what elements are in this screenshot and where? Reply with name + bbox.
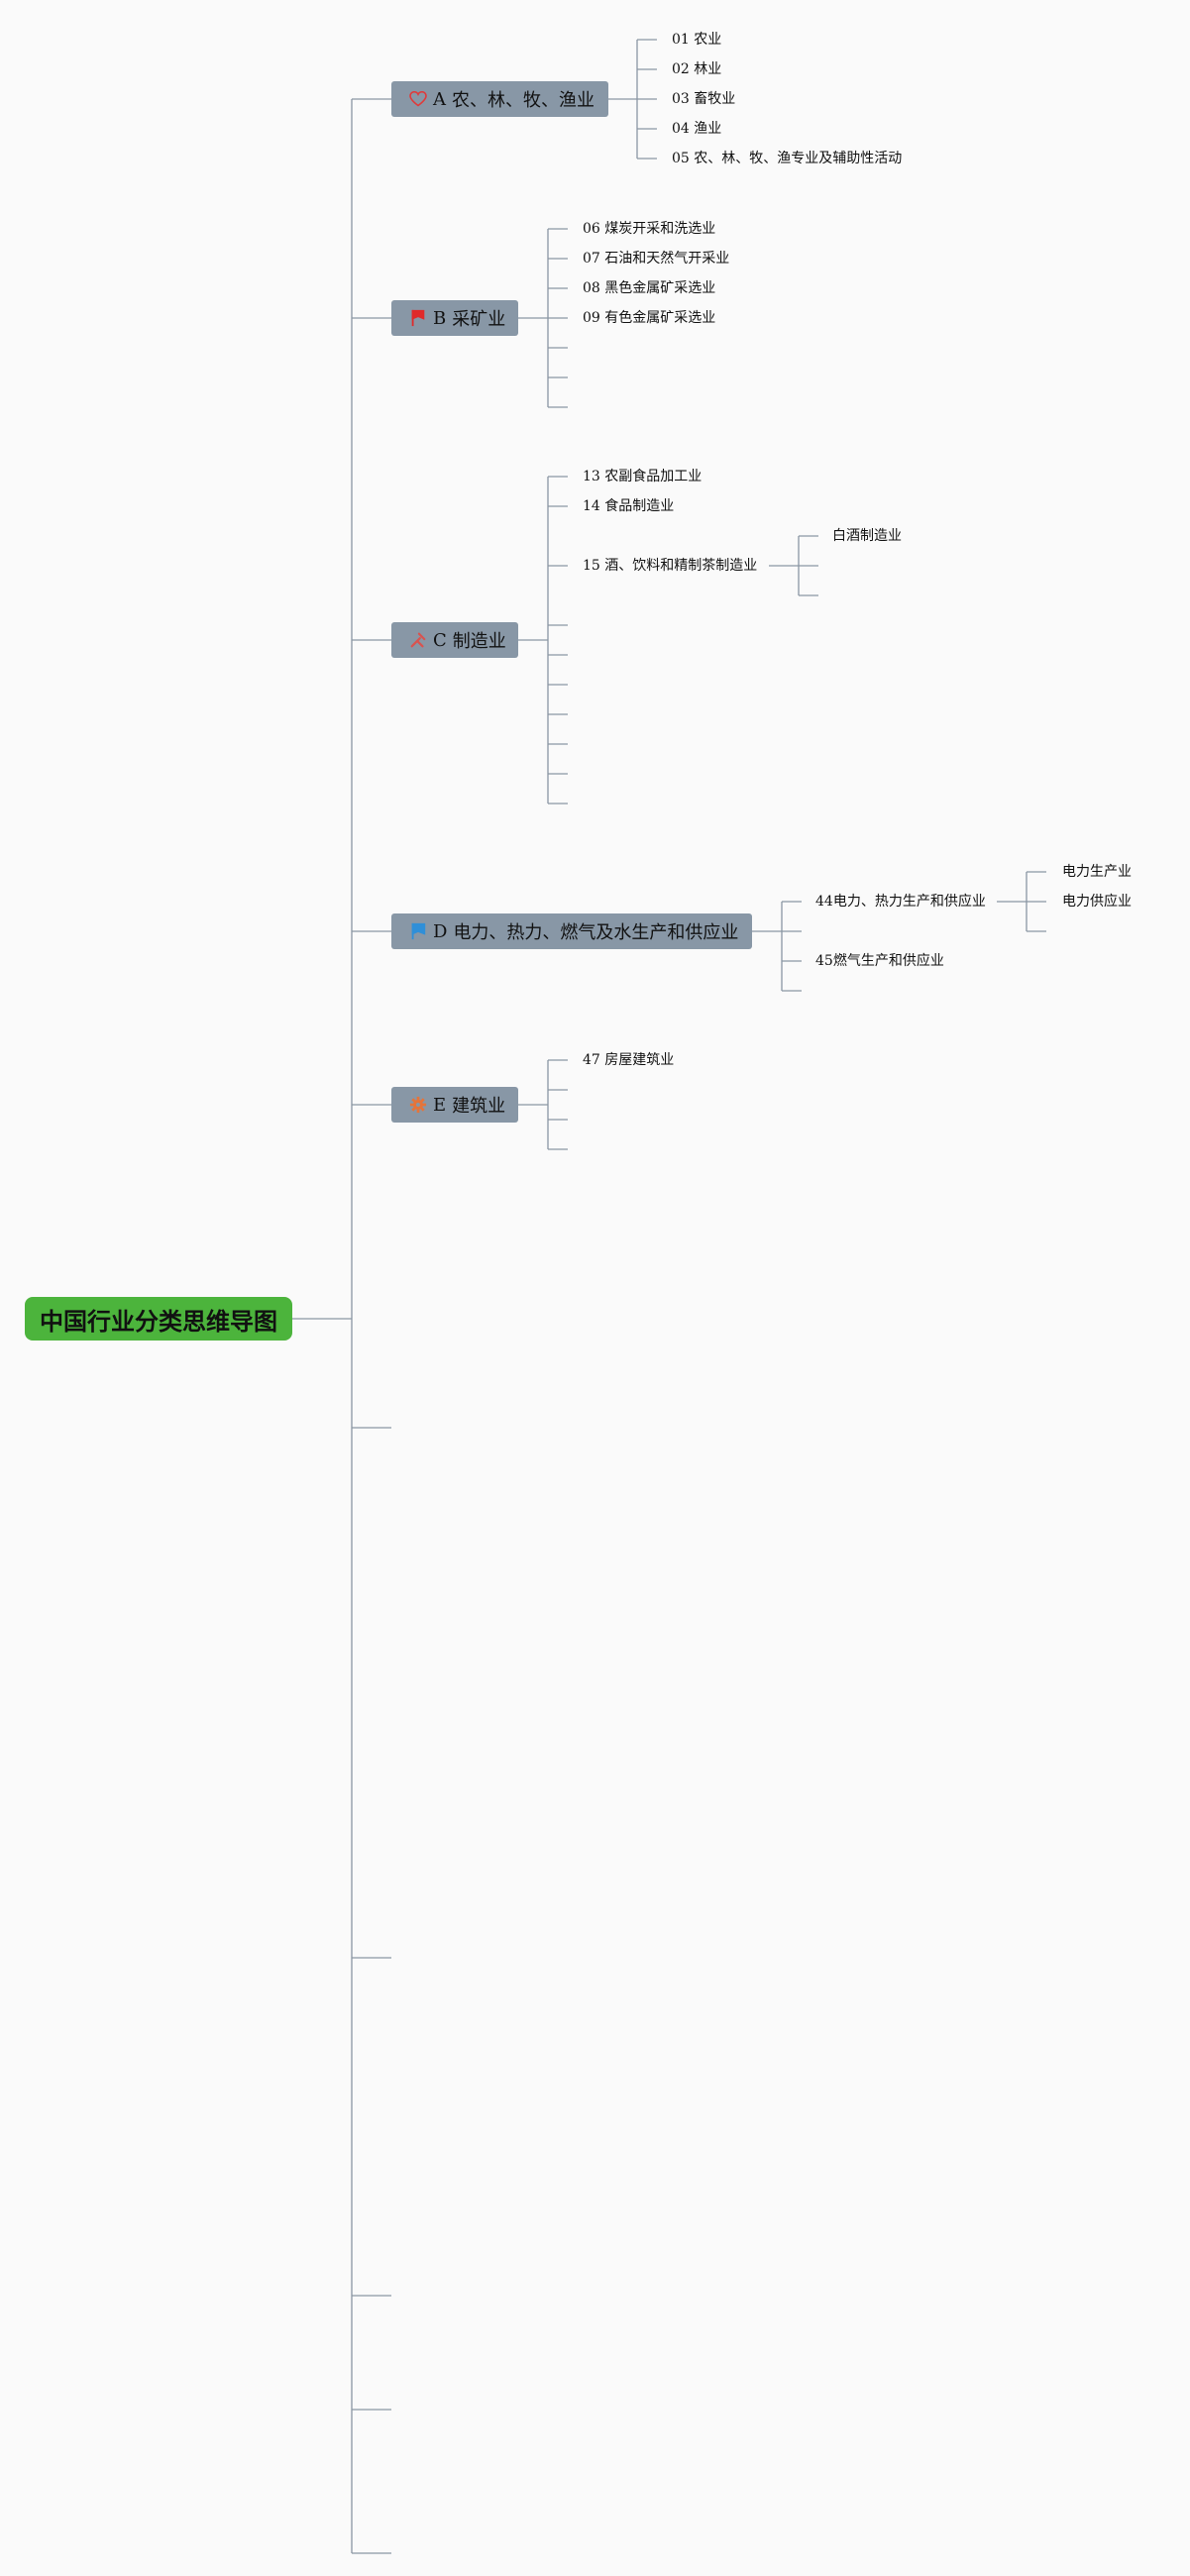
category-node-c[interactable]: C 制造业 — [391, 622, 518, 658]
sub-list-item[interactable]: 白酒制造业 — [832, 528, 902, 544]
list-item[interactable]: 14 食品制造业 — [583, 498, 675, 514]
heart-outline-icon — [409, 90, 427, 108]
list-item[interactable]: 06 煤炭开采和洗选业 — [583, 221, 716, 237]
category-node-e[interactable]: E 建筑业 — [391, 1087, 518, 1123]
category-name: 建筑业 — [452, 1096, 506, 1117]
list-item[interactable]: 05 农、林、牧、渔专业及辅助性活动 — [672, 151, 903, 166]
category-code: C — [433, 629, 447, 651]
category-name: 农、林、牧、渔业 — [452, 90, 595, 111]
sub-list-item[interactable]: 电力供应业 — [1062, 894, 1132, 910]
list-item[interactable]: 04 渔业 — [672, 121, 722, 137]
list-item[interactable]: 01 农业 — [672, 32, 722, 48]
category-name: 采矿业 — [452, 309, 506, 330]
list-item[interactable]: 08 黑色金属矿采选业 — [583, 280, 716, 296]
list-item[interactable]: 44电力、热力生产和供应业 — [815, 894, 986, 910]
list-item[interactable]: 09 有色金属矿采选业 — [583, 310, 716, 326]
gear-icon — [409, 1096, 427, 1114]
list-item[interactable]: 13 农副食品加工业 — [583, 469, 703, 484]
blue-flag-icon — [409, 922, 427, 940]
list-item[interactable]: 15 酒、饮料和精制茶制造业 — [583, 558, 758, 574]
category-node-d[interactable]: D 电力、热力、燃气及水生产和供应业 — [391, 913, 752, 949]
list-item[interactable]: 45燃气生产和供应业 — [815, 953, 944, 969]
category-code: B — [433, 307, 447, 329]
category-name: 制造业 — [452, 631, 506, 652]
root-label: 中国行业分类思维导图 — [40, 1307, 277, 1336]
root-node[interactable]: 中国行业分类思维导图 — [25, 1297, 292, 1341]
flag-icon — [409, 309, 427, 327]
sub-list-item[interactable]: 电力生产业 — [1062, 864, 1132, 880]
list-item[interactable]: 07 石油和天然气开采业 — [583, 251, 730, 267]
list-item[interactable]: 03 畜牧业 — [672, 91, 736, 107]
category-code: D — [433, 920, 448, 942]
category-node-b[interactable]: B 采矿业 — [391, 300, 518, 336]
category-code: A — [433, 88, 446, 110]
category-code: E — [433, 1094, 447, 1116]
list-item[interactable]: 47 房屋建筑业 — [583, 1052, 675, 1068]
tools-icon — [409, 631, 427, 649]
category-name: 电力、热力、燃气及水生产和供应业 — [453, 922, 739, 943]
category-node-a[interactable]: A 农、林、牧、渔业 — [391, 81, 608, 117]
list-item[interactable]: 02 林业 — [672, 61, 722, 77]
